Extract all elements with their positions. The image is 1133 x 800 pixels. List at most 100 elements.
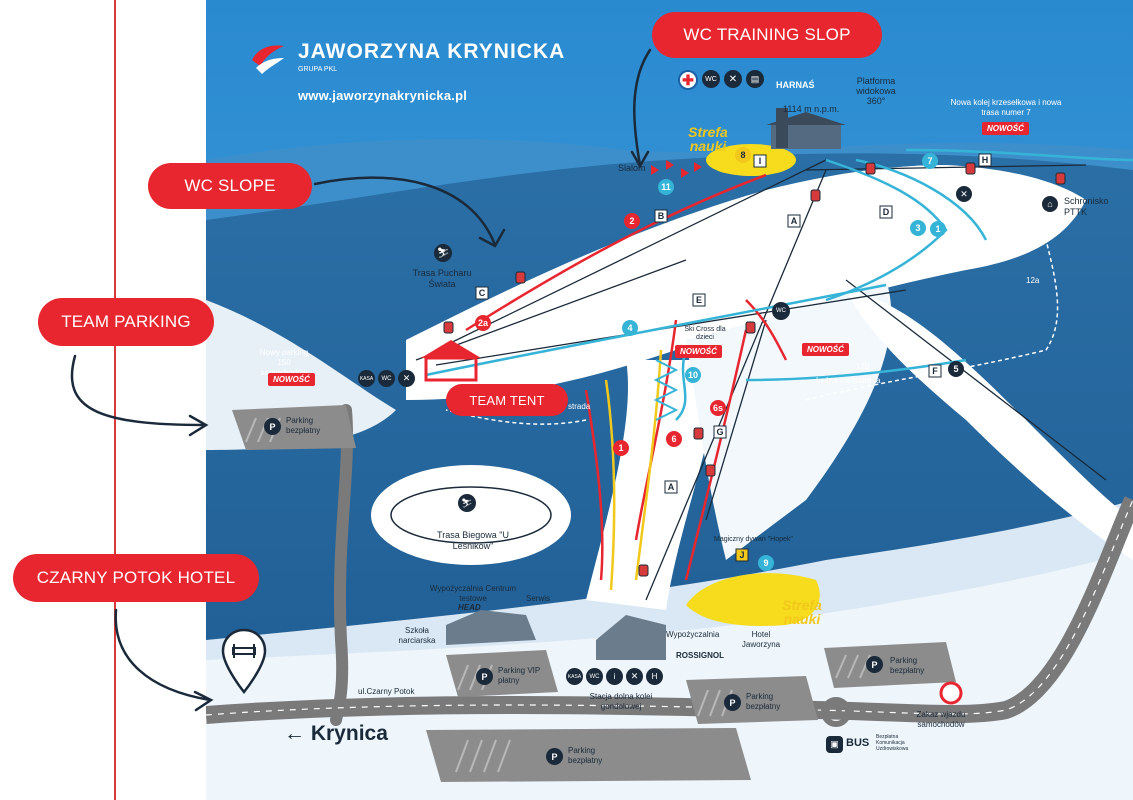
summit-snow <box>816 165 966 300</box>
parking-icon: P <box>476 668 493 685</box>
forest-trail-label: Leśna nartostrada <box>816 376 881 385</box>
summit-platform: Platforma widokowa 360° <box>856 76 896 106</box>
callout-wc-training-slope: WC TRAINING SLOP <box>652 12 882 58</box>
main-road-centerline <box>206 499 1133 716</box>
ski-icon: ⛷ <box>434 244 452 262</box>
trail-12b-label: 12b <box>856 362 870 371</box>
food-icon: ✕ <box>724 70 742 88</box>
nordic-trail-label: strada <box>568 402 591 411</box>
summit-station <box>766 108 846 149</box>
cross-country-icon: ⛷ <box>458 494 476 512</box>
ski-cross-badge: NOWOŚĆ <box>675 345 722 358</box>
map-canvas <box>206 0 1133 800</box>
east-slope-snow <box>846 290 1133 560</box>
ticket-icon: KASA <box>358 370 375 387</box>
parking-lot-station <box>686 676 818 724</box>
wc-icon: WC <box>772 302 790 320</box>
ski-cross-track <box>653 359 679 421</box>
brand-group: GRUPA PKL <box>298 66 338 73</box>
trail-12a-label: 12a <box>1026 276 1040 285</box>
lower-buildings <box>446 610 666 660</box>
parking-stripes <box>245 417 871 773</box>
parking-lot-main <box>426 728 751 782</box>
bus-sub-label: Bezpłatna Komunikacja Uzdrowiskowa <box>876 734 909 752</box>
info-icon: i <box>606 668 623 685</box>
parking-lot-east <box>824 642 956 688</box>
forest-trail-badge: NOWOŚĆ <box>802 343 849 356</box>
rental-test-center-label: Wypożyczalnia Centrum testowe <box>429 584 517 603</box>
east-parking-label: Parking bezpłatny <box>890 656 925 675</box>
brand-url[interactable]: www.jaworzynakrynicka.pl <box>298 88 468 103</box>
service-label: Serwis <box>526 594 551 603</box>
gondola-cabins <box>443 162 1066 577</box>
parking-lot-vip <box>446 650 558 697</box>
learning-zone-top <box>706 144 796 176</box>
summit-services: ✚ WC ✕ ▤ <box>678 70 764 90</box>
gondola-station-label: Stacja dolna kolei gondolowej <box>589 692 653 711</box>
team-tent <box>421 340 481 382</box>
head-logo: HEAD <box>458 603 481 612</box>
ski-resort-map[interactable]: 2 2a 1 6 6s 4 3 1 7 10 11 9 8 5 A A B C … <box>206 0 1133 800</box>
learning-zone-bottom-label: Strefa nauki <box>782 597 822 627</box>
parking-icon: P <box>866 656 883 673</box>
team-parking-label: Parking bezpłatny <box>286 416 321 435</box>
shelter-label: Schronisko PTTK <box>1064 196 1109 217</box>
roundabout <box>821 697 851 727</box>
callout-team-tent: TEAM TENT <box>446 384 568 416</box>
restaurant-icon: ✕ <box>956 186 972 202</box>
cross-country-label: Trasa Biegowa "U Leśników" <box>437 530 509 551</box>
hotel-pin-icon[interactable] <box>219 626 269 696</box>
station-services: KASA WC i ✕ H <box>566 668 663 685</box>
no-entry-label: Zakaz wjazdu samochodów <box>916 710 966 729</box>
harnas-label: HARNAŚ <box>776 80 815 90</box>
red-trails <box>465 173 788 581</box>
wc-icon: WC <box>586 668 603 685</box>
bus-label: BUS <box>846 737 870 749</box>
krynica-label: ← Krynica <box>284 722 388 745</box>
krynica-text: Krynica <box>310 722 388 745</box>
bus-icon: ▣ <box>826 736 843 753</box>
hotel-jaworzyna-label: Hotel Jaworzyna <box>741 630 781 649</box>
page-margin <box>0 0 206 800</box>
cross-country-area <box>371 465 571 565</box>
cross-country-loop <box>390 486 552 544</box>
brand-name: JAWORZYNA KRYNICKA <box>298 40 566 63</box>
food-icon: ✕ <box>626 668 643 685</box>
ski-lifts <box>415 159 1107 601</box>
summit-elevation: 1114 m n.p.m. <box>783 104 840 114</box>
hotel-icon: H <box>646 668 663 685</box>
new-chairlift-label: Nowa kolej krzesełkowa i nowa trasa nume… <box>950 98 1062 117</box>
home-icon: ⌂ <box>1042 196 1058 212</box>
new-chairlift-badge: NOWOŚĆ <box>982 122 1029 135</box>
callout-czarny-potok-hotel: CZARNY POTOK HOTEL <box>13 554 259 602</box>
yellow-trail <box>604 379 616 591</box>
locker-icon: ▤ <box>746 70 764 88</box>
parking-icon: P <box>724 694 741 711</box>
new-parking-label: Nowy parking 150 samochodów <box>259 348 309 377</box>
main-parking-label: Parking bezpłatny <box>568 746 603 765</box>
rental-label: Wypożyczalnia <box>666 630 720 639</box>
parking-lot-team <box>232 405 356 450</box>
world-cup-trail-label: Trasa Pucharu Świata <box>412 268 472 289</box>
vip-parking-label: Parking VIP płatny <box>498 666 541 685</box>
magic-carpet-label: Magiczny dywan "Hopek" <box>714 536 793 543</box>
callout-wc-slope: WC SLOPE <box>148 163 312 209</box>
lower-slope-snow <box>586 360 726 610</box>
street-label: ul.Czarny Potok <box>358 687 415 696</box>
parking-icon: P <box>546 748 563 765</box>
ski-cross-label: Ski Cross dla dzieci <box>684 326 726 341</box>
no-entry-icon <box>939 681 963 705</box>
learning-zone-top-label: Strefa nauki <box>688 124 728 154</box>
rossignol-logo: ROSSIGNOL <box>676 651 725 660</box>
food-icon: ✕ <box>398 370 415 387</box>
ticket-icon: KASA <box>566 668 583 685</box>
callout-team-parking: TEAM PARKING <box>38 298 214 346</box>
learning-zone-bottom <box>686 573 820 626</box>
road-north <box>330 404 354 726</box>
brand-logo-icon <box>252 45 284 74</box>
page-margin-rule <box>114 0 116 800</box>
slalom-label: Slalom <box>618 163 646 173</box>
parking-icon: P <box>264 418 281 435</box>
wc-icon: WC <box>378 370 395 387</box>
base-services-west: KASA WC ✕ <box>358 370 415 387</box>
